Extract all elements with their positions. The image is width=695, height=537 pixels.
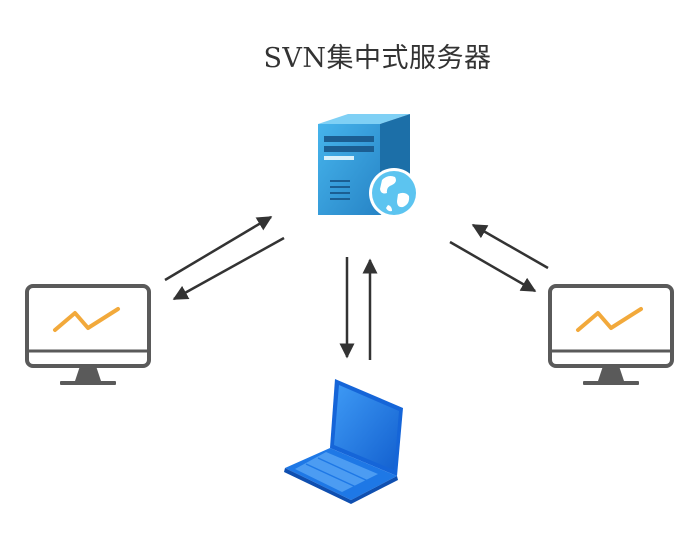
chart-line-icon <box>576 307 643 332</box>
client-left-node <box>25 284 151 385</box>
globe-icon <box>369 168 419 218</box>
client-right-node <box>548 284 674 385</box>
arrow-left-to-server <box>164 215 273 282</box>
monitor-icon <box>25 284 151 385</box>
diagram-title: SVN集中式服务器 <box>263 43 492 74</box>
arrow-server-to-left <box>172 236 285 301</box>
server-node <box>318 114 419 218</box>
chart-line-icon <box>53 307 120 332</box>
arrow-right-to-server <box>471 223 549 270</box>
arrow-server-to-right <box>449 240 537 293</box>
arrows <box>164 215 549 360</box>
client-bottom-node <box>284 379 403 504</box>
monitor-icon <box>548 284 674 385</box>
laptop-icon <box>284 379 403 504</box>
